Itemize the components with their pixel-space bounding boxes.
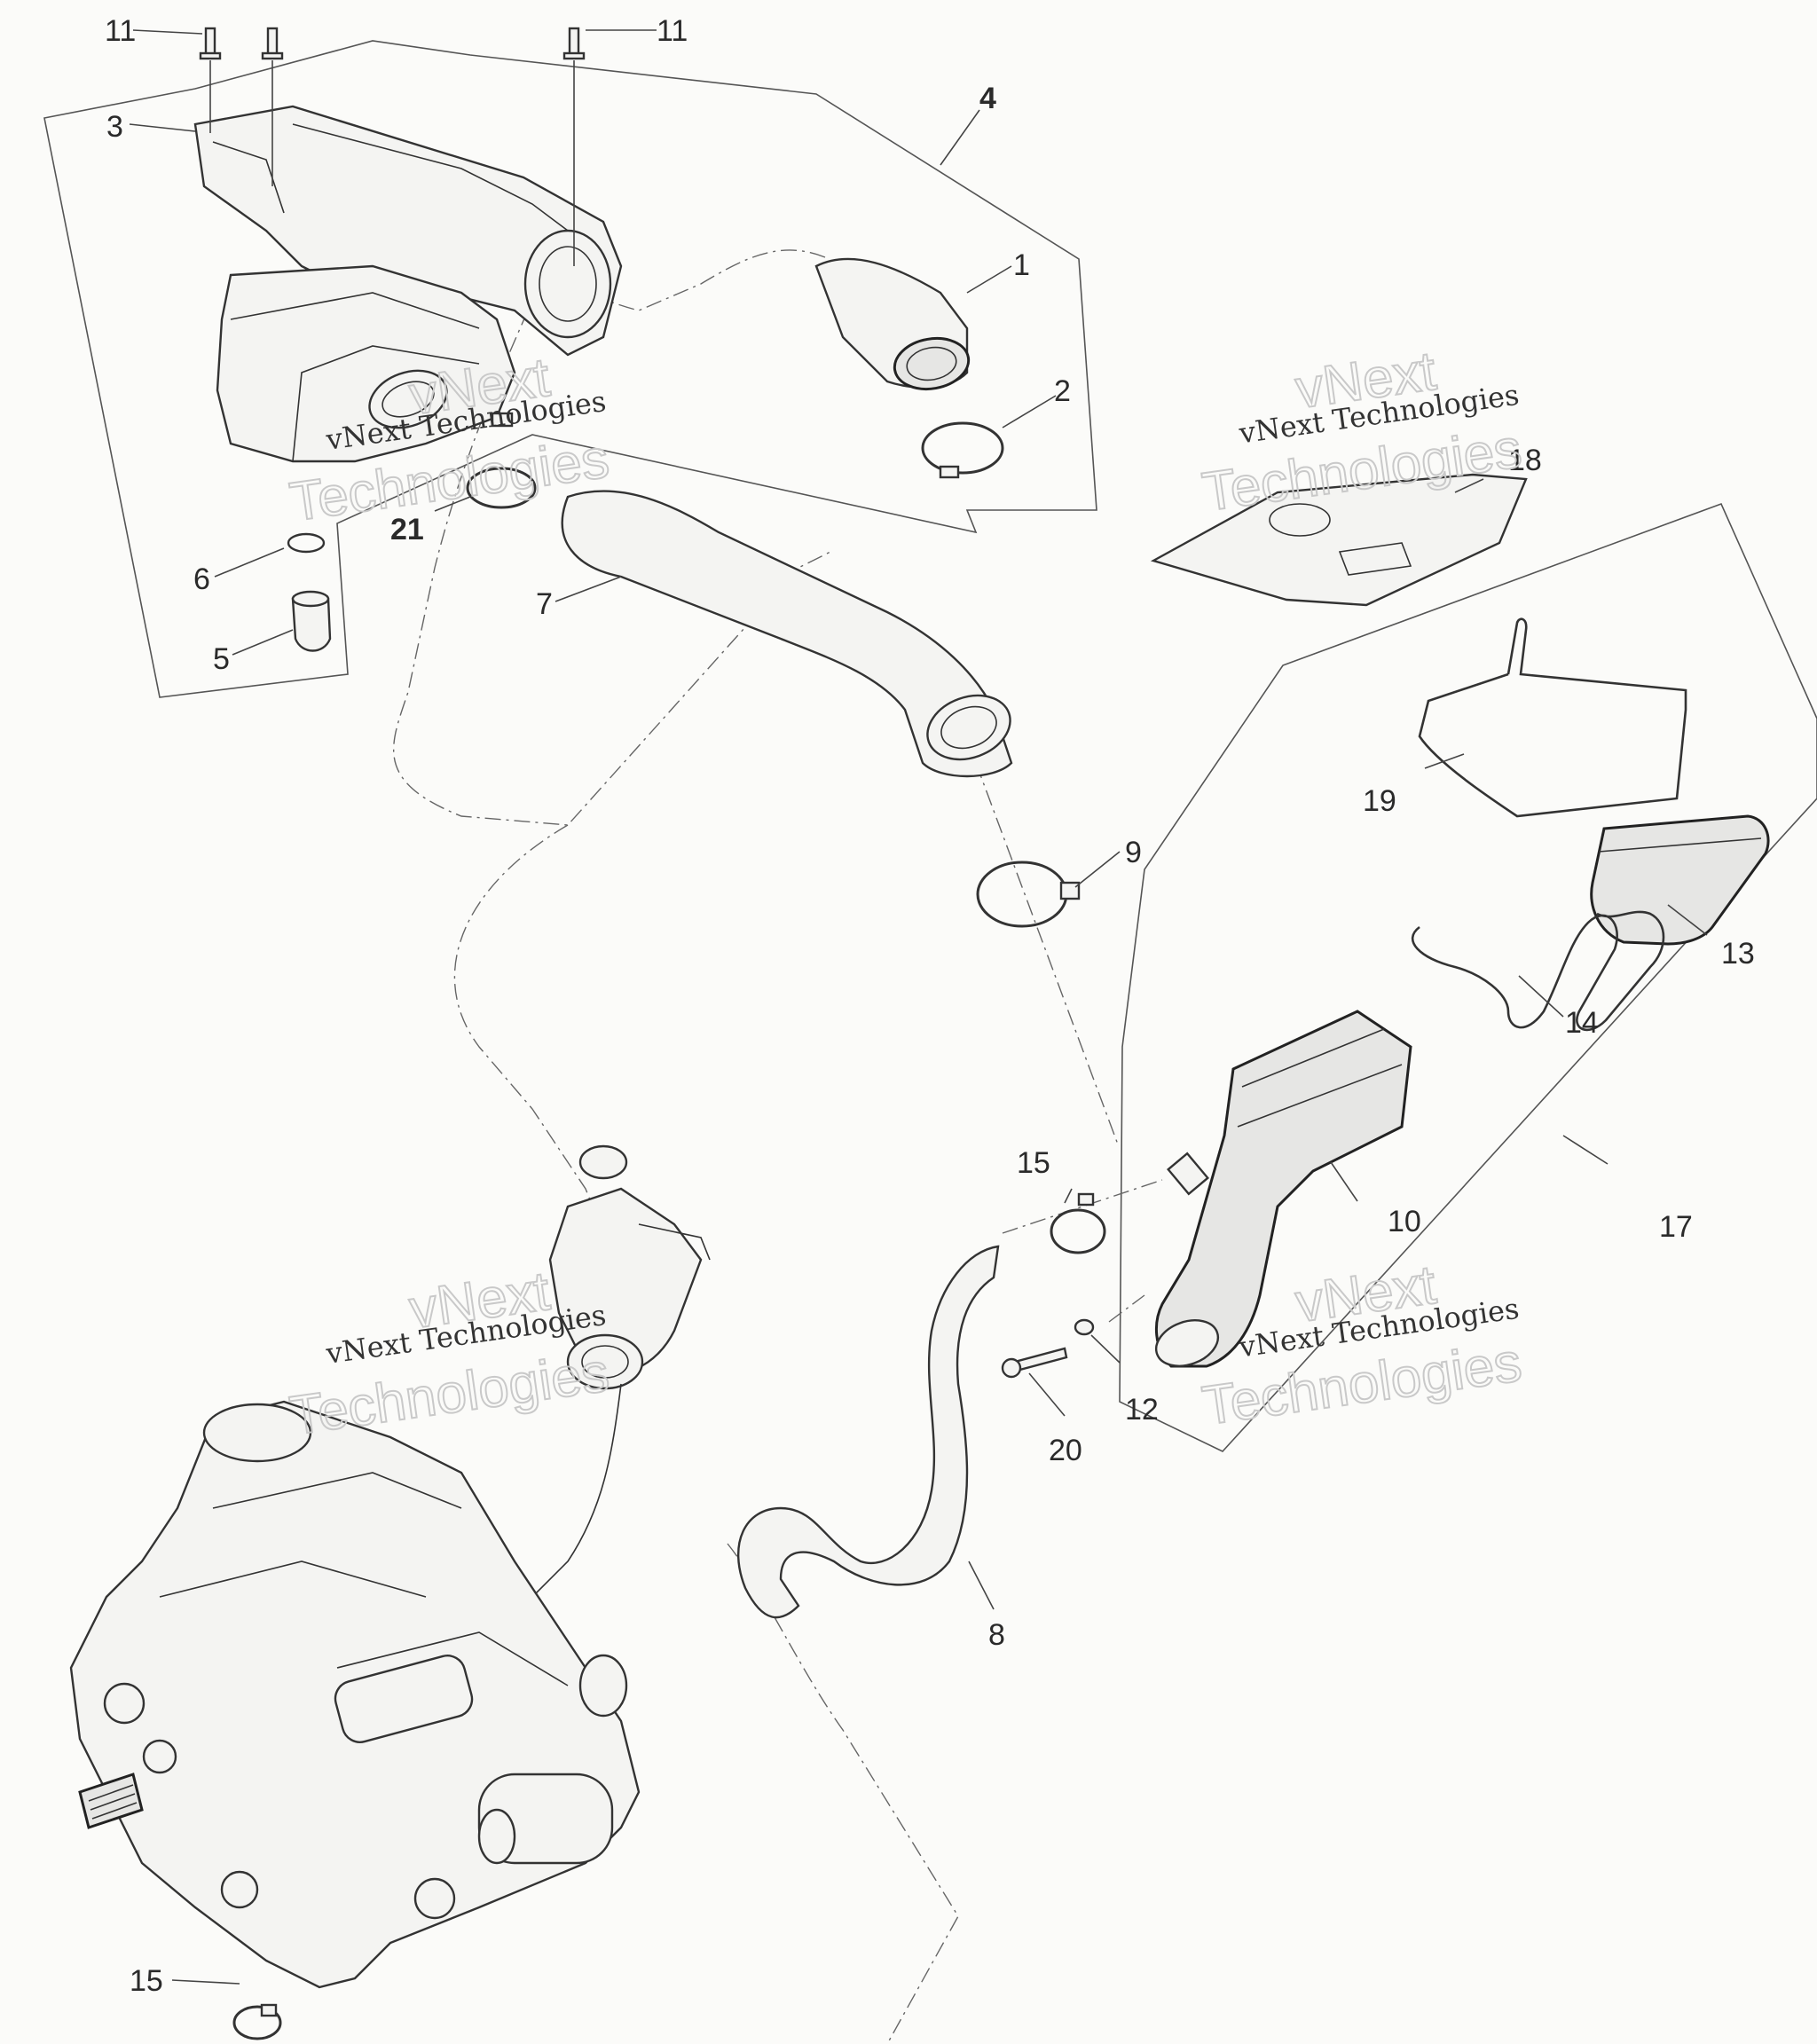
callout-18: 18: [1508, 444, 1542, 477]
callout-14: 14: [1565, 1006, 1599, 1040]
callout-6: 6: [193, 562, 210, 596]
part-plate-18: [1150, 473, 1528, 607]
part-clamp-15-lower: [232, 2003, 282, 2040]
part-throttle-body: [531, 1144, 711, 1598]
callout-11-right: 11: [657, 14, 688, 48]
callout-13: 13: [1721, 937, 1755, 971]
alignment-line-airbox-to-engine: [392, 310, 835, 1278]
callout-19: 19: [1363, 784, 1396, 818]
callout-21: 21: [390, 513, 424, 546]
callout-12: 12: [1125, 1393, 1159, 1427]
watermark-4: vNext Technologies vNext Technologies: [1198, 1254, 1526, 1438]
part-drain-cap-5: [291, 590, 332, 652]
callout-15-upper: 15: [1017, 1146, 1050, 1180]
part-clamp-21: [466, 412, 537, 509]
part-clamp-2: [921, 421, 1004, 479]
part-clip-6: [287, 532, 326, 554]
part-adaptor-boot-1: [814, 257, 971, 391]
callout-10: 10: [1388, 1205, 1421, 1238]
callout-5: 5: [213, 642, 230, 676]
callout-1: 1: [1013, 248, 1030, 282]
group-outline-17-intake-silencer: [1119, 502, 1817, 1452]
callout-numbers: 11 11 3 4 1 2 21 6 5 7 9 18 19 13 14 10 …: [105, 14, 1755, 1998]
alignment-line-engine-to-hose: [727, 1543, 959, 2044]
part-intake-hose-7: [561, 490, 1013, 778]
alignment-line-outlet-to-clamp: [975, 762, 1119, 1145]
callout-7: 7: [536, 587, 553, 621]
callout-8: 8: [988, 1618, 1005, 1652]
part-engine-block: [69, 1400, 641, 1989]
group-outline-4-airbox: [43, 40, 1097, 698]
part-wire-bail-19: [1418, 617, 1687, 818]
callout-15-lower: 15: [130, 1964, 163, 1998]
callout-3: 3: [106, 110, 123, 144]
part-filter-13: [1590, 814, 1770, 946]
alignment-line-clamp-to-silencer: [1002, 1179, 1163, 1323]
part-hose-8: [736, 1245, 1000, 1619]
part-spring-14: [1411, 910, 1665, 1032]
part-silencer-outlet-10: [1154, 1010, 1412, 1368]
part-washer-12: [1074, 1318, 1095, 1336]
callout-20: 20: [1049, 1434, 1082, 1467]
leader-lines: [129, 29, 1708, 1985]
part-screw-20: [1001, 1347, 1068, 1379]
part-bolts-11: [199, 27, 586, 266]
part-clamp-15-upper: [1050, 1192, 1106, 1254]
callout-17: 17: [1659, 1210, 1693, 1244]
callout-11-left: 11: [105, 14, 136, 48]
part-airbox-housing: [193, 105, 623, 463]
part-clamp-9: [976, 861, 1081, 928]
callout-9: 9: [1125, 836, 1142, 869]
callout-4: 4: [979, 82, 996, 115]
callout-2: 2: [1054, 374, 1071, 408]
